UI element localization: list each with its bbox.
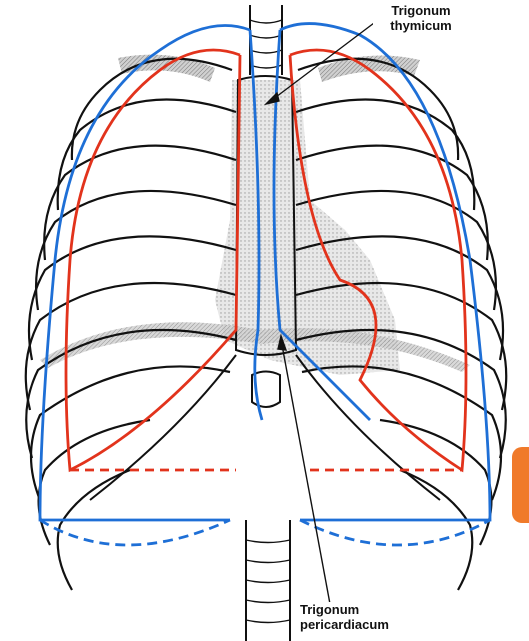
label-top-line1: Trigonum	[375, 3, 467, 18]
label-trigonum-pericardiacum: Trigonum pericardiacum	[298, 602, 394, 632]
label-bottom-line2: pericardiacum	[300, 617, 392, 632]
label-bottom-line1: Trigonum	[300, 602, 392, 617]
label-top-line2: thymicum	[375, 18, 467, 33]
slide-nav-tab[interactable]	[512, 447, 529, 523]
vertebral-column	[246, 520, 290, 641]
label-trigonum-thymicum: Trigonum thymicum	[373, 3, 469, 33]
